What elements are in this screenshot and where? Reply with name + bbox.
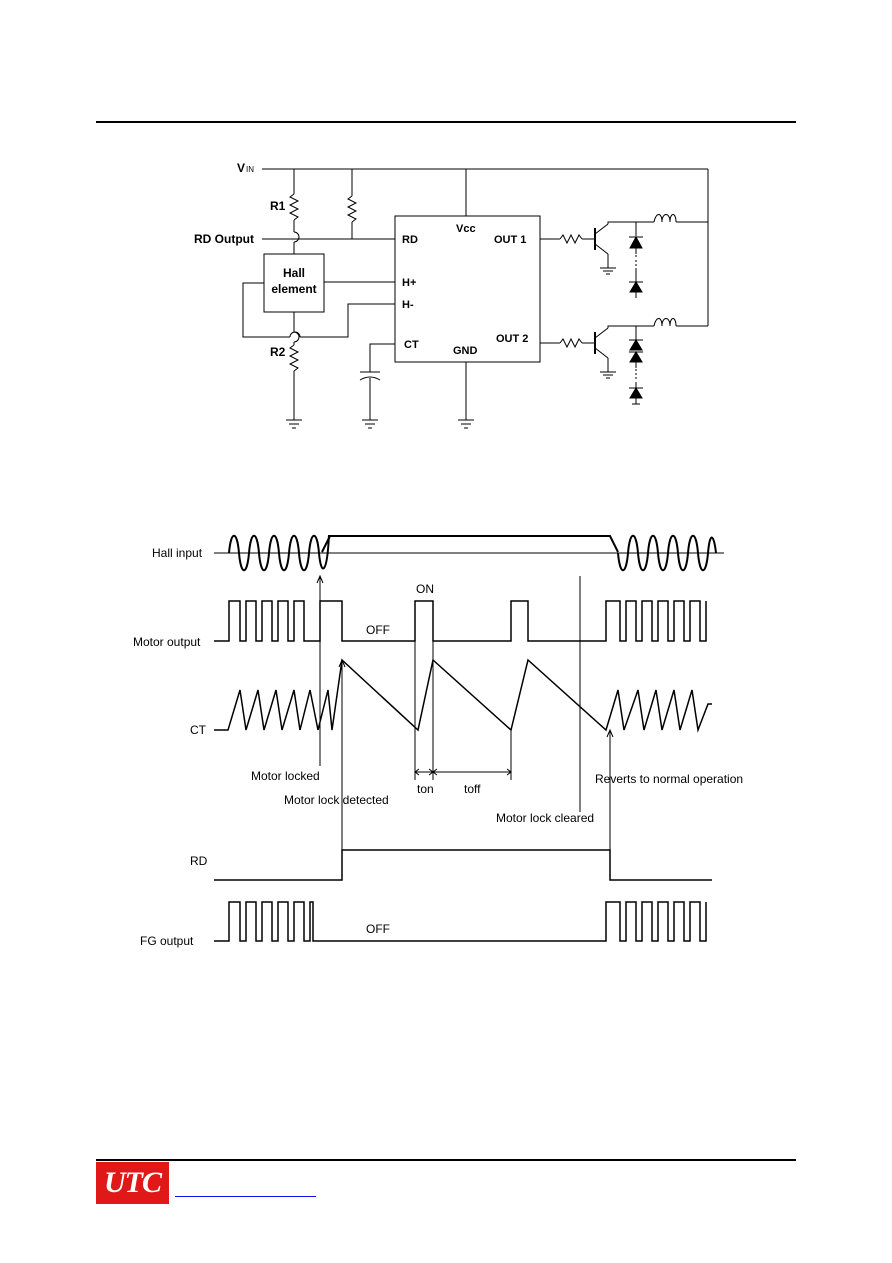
rd-output-label: RD Output bbox=[194, 232, 254, 246]
pin-ct: CT bbox=[404, 339, 419, 351]
motor-lock-detected-label: Motor lock detected bbox=[284, 793, 389, 807]
hall-input-wave-left bbox=[228, 534, 330, 572]
fg-off-label: OFF bbox=[366, 922, 390, 936]
vin-subscript: IN bbox=[246, 165, 254, 174]
pin-out1: OUT 1 bbox=[494, 234, 526, 246]
row-label-fg-output: FG output bbox=[140, 934, 194, 948]
r2-label: R2 bbox=[270, 345, 286, 359]
hall-label-1: Hall bbox=[283, 266, 305, 280]
driver-ic bbox=[394, 215, 541, 363]
pin-vcc: Vcc bbox=[456, 223, 476, 235]
pin-hminus: H- bbox=[402, 299, 414, 311]
motor-locked-label: Motor locked bbox=[251, 769, 320, 783]
vin-label: V bbox=[237, 161, 245, 175]
toff-label: toff bbox=[464, 782, 481, 796]
pin-gnd: GND bbox=[453, 345, 478, 357]
row-label-hall-input: Hall input bbox=[152, 546, 203, 560]
row-label-ct: CT bbox=[190, 723, 207, 737]
motor-off-label: OFF bbox=[366, 623, 390, 637]
ct-wave bbox=[214, 658, 712, 733]
footer-website-link[interactable] bbox=[175, 1196, 316, 1197]
row-label-rd: RD bbox=[190, 854, 208, 868]
ton-label: ton bbox=[417, 782, 434, 796]
r2-resistor bbox=[288, 344, 300, 372]
motor-output-wave bbox=[214, 600, 707, 642]
pin-out2: OUT 2 bbox=[496, 333, 528, 345]
motor-lock-cleared-label: Motor lock cleared bbox=[496, 811, 594, 825]
hall-input-wave-right bbox=[617, 534, 717, 572]
reverts-label: Reverts to normal operation bbox=[595, 772, 743, 786]
rd-pullup-resistor bbox=[346, 195, 358, 223]
rd-wave bbox=[214, 849, 712, 881]
utc-logo: UTC bbox=[96, 1162, 169, 1204]
fg-output-wave bbox=[214, 901, 707, 942]
pin-hplus: H+ bbox=[402, 277, 416, 289]
on-label: ON bbox=[416, 582, 434, 596]
r1-label: R1 bbox=[270, 199, 286, 213]
row-label-motor-output: Motor output bbox=[133, 635, 201, 649]
application-circuit bbox=[242, 168, 709, 429]
timing-diagram bbox=[214, 534, 724, 942]
hall-label-2: element bbox=[271, 282, 316, 296]
hall-input-locked bbox=[321, 535, 619, 553]
r1-resistor bbox=[288, 193, 300, 221]
pin-rd: RD bbox=[402, 234, 418, 246]
